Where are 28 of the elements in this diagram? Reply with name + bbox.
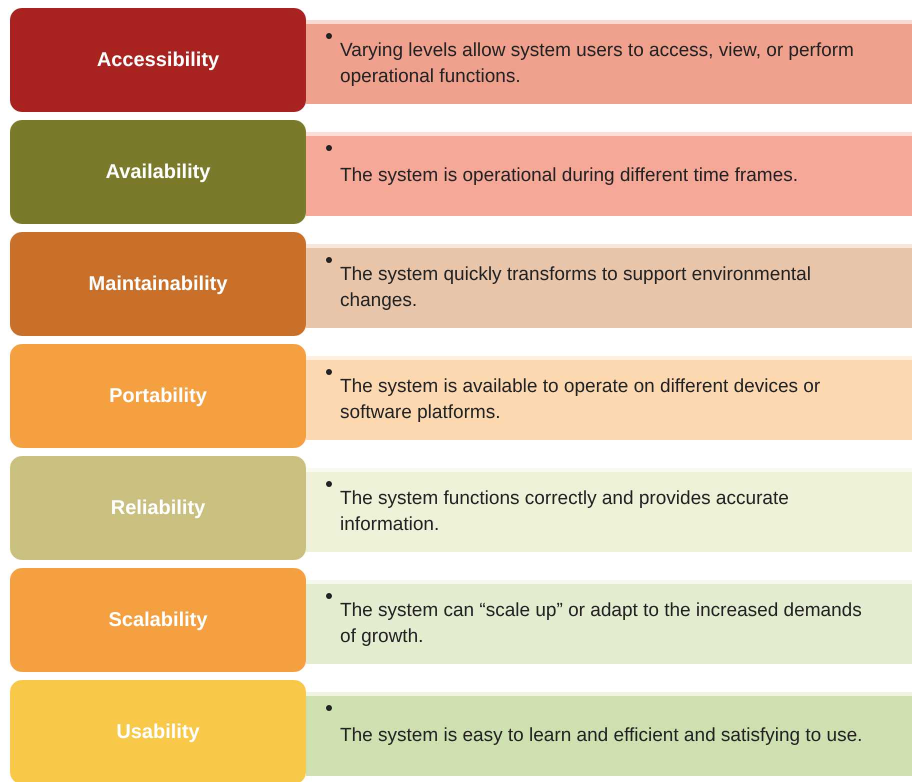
description-text: Varying levels allow system users to access, view, or perform operational functions.	[340, 39, 855, 89]
category-box	[10, 344, 306, 448]
category-box	[10, 120, 306, 224]
category-box	[10, 232, 306, 336]
category-label: Portability	[109, 384, 207, 408]
description-panel	[306, 692, 912, 776]
category-box	[10, 8, 306, 112]
description-panel	[306, 244, 912, 328]
category-box	[10, 568, 306, 672]
description-panel	[306, 580, 912, 664]
description-text: The system is easy to learn and efficient and satisfying to use.	[340, 724, 862, 748]
category-label: Scalability	[108, 608, 208, 632]
description-panel	[306, 132, 912, 216]
description-panel	[306, 356, 912, 440]
description-text: The system quickly transforms to support environmental changes.	[340, 263, 812, 313]
category-label: Usability	[116, 720, 200, 744]
description-text: The system is available to operate on different devices or software platforms.	[340, 375, 822, 425]
description-panel	[306, 468, 912, 552]
description-text: The system can “scale up” or adapt to the increased demands of growth.	[340, 599, 863, 649]
category-label: Accessibility	[96, 48, 220, 72]
category-box	[10, 456, 306, 560]
category-label: Availability	[106, 160, 210, 184]
category-label: Reliability	[110, 496, 206, 520]
category-box	[10, 680, 306, 782]
description-panel	[306, 20, 912, 104]
category-label: Maintainability	[88, 272, 228, 296]
description-text: The system is operational during different time frames.	[340, 164, 798, 188]
description-text: The system functions correctly and provides accurate information.	[340, 487, 790, 537]
